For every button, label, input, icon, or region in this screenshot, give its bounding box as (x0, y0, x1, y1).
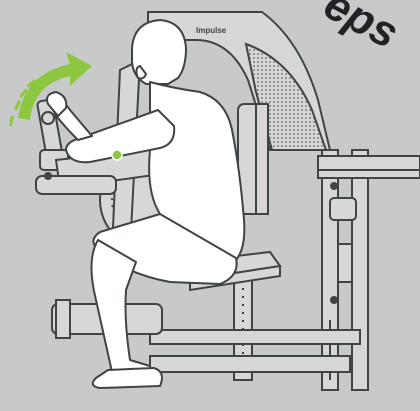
dot-icon (112, 150, 122, 160)
heading-fragment: eps (316, 0, 406, 58)
brand-mark: Impulse (196, 26, 227, 35)
